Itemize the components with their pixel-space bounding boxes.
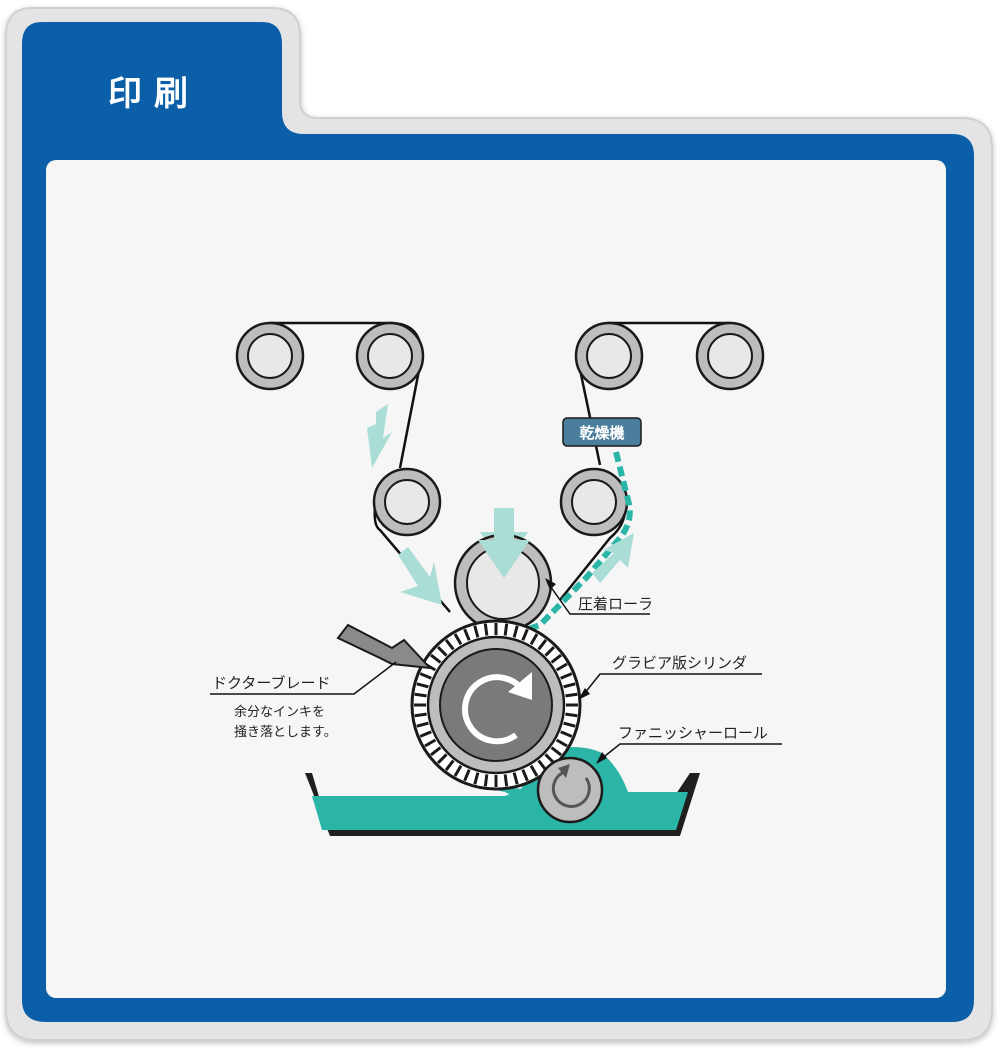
gravure-cell	[512, 772, 519, 785]
gravure-cell	[453, 764, 463, 777]
dryer-box	[562, 417, 642, 447]
gravure-cell	[512, 625, 519, 638]
gravure-cell	[565, 692, 578, 698]
gravure-cell	[453, 633, 463, 646]
left-guide-roller	[372, 467, 442, 537]
gravure-cell	[529, 633, 539, 646]
gravure-cell	[463, 628, 471, 641]
gravure-cell	[483, 774, 489, 787]
right-guide-roller	[559, 467, 629, 537]
press-arrow-over	[478, 508, 530, 578]
gravure-cell	[444, 759, 455, 771]
gravure-cell	[521, 628, 529, 641]
gravure-cell	[414, 692, 427, 698]
gravure-cell	[560, 730, 573, 738]
doctor-blade-note-line2: 掻き落とします。	[234, 725, 337, 740]
gravure-cell	[463, 769, 471, 782]
upper-right-roller-2	[695, 321, 765, 391]
upper-right-roller-1	[574, 321, 644, 391]
gravure-cell	[430, 746, 442, 757]
gravure-cell	[473, 625, 480, 638]
fountain-roll	[536, 756, 604, 824]
doctor-blade-label: ドクターブレード	[212, 674, 331, 692]
gravure-cell	[560, 672, 573, 680]
upper-left-roller-1	[235, 321, 305, 391]
rotation-arrow-icon	[462, 674, 527, 745]
gravure-cell	[521, 769, 529, 782]
gravure-cell	[473, 772, 480, 785]
fountain-roll-label: ファニッシャーロール	[618, 724, 768, 742]
gravure-cell	[550, 746, 562, 757]
gravure-cell	[424, 738, 437, 748]
gravure-cell	[550, 653, 562, 664]
gravure-cell	[419, 730, 432, 738]
gravure-cell	[436, 645, 448, 657]
gravure-cell	[503, 623, 509, 636]
gravure-cell	[414, 712, 427, 718]
gravure-cell	[529, 764, 539, 777]
gravure-cells	[414, 623, 578, 787]
gravure-cell	[544, 645, 556, 657]
gravure-cylinder	[410, 619, 582, 791]
gravure-cell	[419, 672, 432, 680]
gravure-cell	[444, 639, 455, 651]
gravure-cell	[563, 721, 576, 728]
gravure-cell	[555, 662, 568, 672]
doctor-blade-note-line1: 余分なインキを	[234, 704, 325, 720]
gravure-cell	[483, 623, 489, 636]
gravure-cell	[416, 682, 429, 689]
flow-arrow-icon	[367, 404, 634, 605]
leader-lines	[210, 582, 782, 761]
gravure-cell	[430, 653, 442, 664]
wet-ink-trail	[519, 451, 633, 635]
dryer-label: 乾燥機	[579, 424, 624, 442]
gravure-cell	[416, 721, 429, 728]
doctor-blade	[336, 623, 433, 670]
gravure-cell	[565, 712, 578, 718]
gravure-cylinder-label: グラビア版シリンダ	[612, 654, 747, 672]
rotation-arrow-icon-small	[551, 770, 591, 808]
gravure-cell	[436, 753, 448, 765]
panel-title: 印刷	[108, 74, 200, 114]
upper-left-roller-2	[355, 321, 425, 391]
pressure-roller-label: 圧着ローラ	[578, 595, 653, 613]
gravure-cell	[555, 738, 568, 748]
leader-arrowheads	[545, 578, 607, 764]
gravure-cell	[537, 639, 548, 651]
gravure-cell	[544, 753, 556, 765]
gravure-cell	[563, 682, 576, 689]
gravure-cell	[503, 774, 509, 787]
